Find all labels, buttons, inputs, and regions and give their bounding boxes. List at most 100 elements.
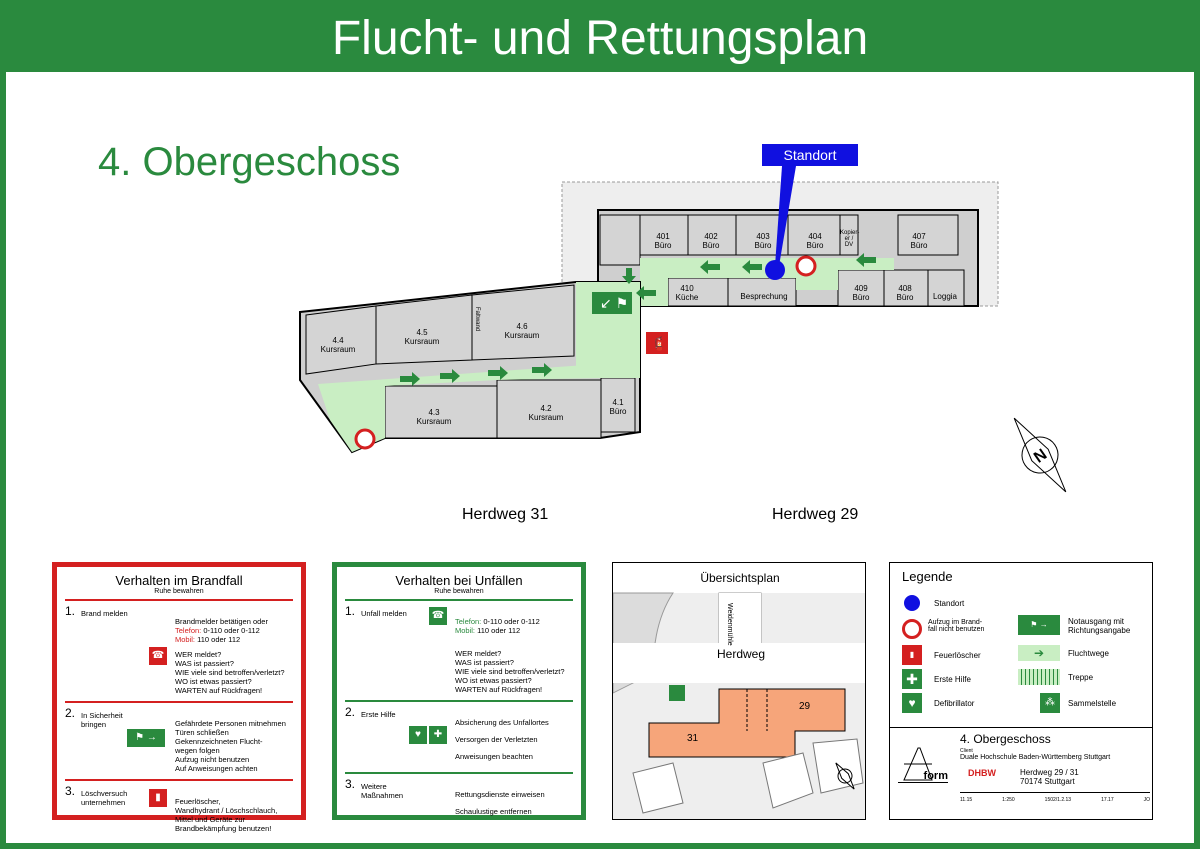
room-number: 402	[704, 232, 718, 241]
room-name: Büro	[852, 293, 870, 302]
fire-step-2: 2. In Sicherheit bringen Gefährdete Pers…	[65, 706, 286, 773]
compass-icon: N	[1013, 417, 1067, 493]
first-aid-icon: ✚	[429, 726, 447, 744]
room-name: Kursraum	[504, 331, 540, 340]
escape-route-lower	[318, 360, 640, 452]
stairs-icon	[1018, 669, 1060, 685]
defibrillator-icon: ♥	[409, 726, 427, 744]
fire-behavior-panel: Verhalten im Brandfall Ruhe bewahren 1. …	[52, 562, 306, 833]
elevator-prohibited-icon-2	[354, 428, 376, 450]
elevator-prohibited-icon	[902, 619, 922, 639]
elevator-prohibited-icon	[795, 255, 817, 277]
room-number: 4.5	[416, 328, 428, 337]
floor-plan: ↙ ⚑ 🧯 N	[299, 144, 1067, 493]
legend-elevator: Aufzug im Brand- fall nicht benutzen	[928, 619, 985, 633]
phone-icon: ☎	[429, 607, 447, 625]
street-left: Herdweg 31	[462, 506, 549, 523]
legend-title: Legende	[902, 569, 953, 584]
room-number: 4.1	[612, 398, 624, 407]
accident-behavior-panel: Verhalten bei Unfällen Ruhe bewahren 1. …	[332, 562, 586, 820]
floor-heading: 4. Obergeschoss	[98, 140, 401, 184]
room-number: 407	[912, 232, 926, 241]
exit-arrow-icon: ⚑ →	[127, 729, 165, 747]
room-name: Büro	[609, 407, 627, 416]
room-name: Küche	[675, 293, 699, 302]
overview-title: Übersichtsplan	[700, 571, 780, 585]
overview-map	[613, 592, 865, 819]
fire-extinguisher-icon: ▮	[902, 645, 922, 665]
room-number: 410	[680, 284, 694, 293]
fire-extinguisher-icon: ▮	[149, 789, 167, 807]
assembly-point-icon	[669, 685, 685, 701]
first-aid-icon: ✚	[902, 669, 922, 689]
phone-icon: ☎	[149, 647, 167, 665]
room-number: 4.4	[332, 336, 344, 345]
room-name: Büro	[910, 241, 928, 250]
escape-route-upper	[640, 258, 838, 306]
overview-street: Herdweg	[717, 647, 766, 661]
compass-icon	[835, 762, 855, 790]
room-number: 4.6	[516, 322, 528, 331]
room-name: Büro	[896, 293, 914, 302]
legend-escape-routes: Fluchtwege	[1068, 649, 1109, 658]
legend-extinguisher: Feuerlöscher	[934, 651, 981, 660]
overview-building-29: 29	[799, 701, 811, 712]
legend-defibrillator: Defibrillator	[934, 699, 975, 708]
defibrillator-icon: ♥	[902, 693, 922, 713]
standort-marker	[765, 260, 785, 280]
title-block-floor: 4. Obergeschoss	[960, 732, 1051, 746]
overview-side-street: Weidenmühle	[726, 603, 733, 646]
accident-step-3: 3. Weitere Maßnahmen Rettungsdienste ein…	[345, 777, 545, 816]
accident-step-2: 2. Erste Hilfe Absicherung des Unfallort…	[345, 705, 549, 761]
title-block-org-label: Client	[960, 748, 973, 754]
form-logo: form	[898, 744, 948, 783]
fire-panel-title: Verhalten im Brandfall	[115, 573, 243, 588]
legend-standort: Standort	[934, 599, 965, 608]
room-number: 403	[756, 232, 770, 241]
standort-label: Standort	[783, 147, 837, 163]
exit-sign-icon	[592, 292, 632, 314]
standort-icon	[904, 595, 920, 611]
fire-step-1: 1. Brand melden Brandmelder betätigen od…	[65, 604, 285, 695]
overview-building-31: 31	[687, 733, 699, 744]
title-block-org: Duale Hochschule Baden-Württemberg Stutt…	[960, 754, 1111, 761]
room-number: 409	[854, 284, 868, 293]
legend-assembly: Sammelstelle	[1068, 699, 1117, 708]
accident-panel-title: Verhalten bei Unfällen	[395, 573, 523, 588]
room-name: Kursraum	[528, 413, 564, 422]
room-copier: Kopier-er / DV	[840, 230, 860, 248]
assembly-point-icon: ⁂	[1040, 693, 1060, 713]
room-name: Büro	[654, 241, 672, 250]
fire-panel-subtitle: Ruhe bewahren	[154, 588, 204, 595]
room-name: Büro	[702, 241, 720, 250]
room-number: 4.3	[428, 408, 440, 417]
room-faltwand: Faltwand	[474, 306, 480, 332]
room-loggia: Loggia	[932, 292, 958, 301]
room-name: Büro	[806, 241, 824, 250]
title-block-codes: 11.15 1:250 1502/1.2.13 17.17 JO	[960, 792, 1150, 803]
accident-panel-subtitle: Ruhe bewahren	[434, 588, 484, 595]
standort-pointer	[775, 166, 796, 266]
legend-stairs: Treppe	[1068, 673, 1094, 682]
accident-step-1: 1. Unfall melden Telefon: 0-110 oder 0-1…	[345, 604, 565, 694]
title-block-address-2: 70174 Stuttgart	[1020, 777, 1075, 786]
escape-route-icon: ➔	[1018, 645, 1060, 661]
room-name: Kursraum	[320, 345, 356, 354]
room-number: 404	[808, 232, 822, 241]
room-name: Büro	[754, 241, 772, 250]
svg-text:↙ ⚑: ↙ ⚑	[600, 295, 628, 311]
dhbw-logo: DHBW	[968, 768, 996, 778]
fire-step-3: 3. Löschversuch unternehmen Feuerlöscher…	[65, 784, 278, 833]
escape-arrows	[400, 253, 876, 386]
emergency-exit-icon: ⚑ →	[1018, 615, 1060, 635]
title-block-address-1: Herdweg 29 / 31	[1020, 768, 1079, 777]
standort-label-box	[762, 144, 858, 166]
fire-extinguisher-icon	[646, 332, 668, 354]
overview-panel: Übersichtsplan Herdweg Weidenmühle 31 29	[612, 562, 866, 820]
plan-title: Flucht- und Rettungsplan	[6, 6, 1194, 72]
room-number: 401	[656, 232, 670, 241]
svg-text:🧯: 🧯	[651, 336, 667, 351]
room-name: Kursraum	[416, 417, 452, 426]
legend-panel: Legende Standort Aufzug im Brand- fall n…	[889, 562, 1153, 820]
